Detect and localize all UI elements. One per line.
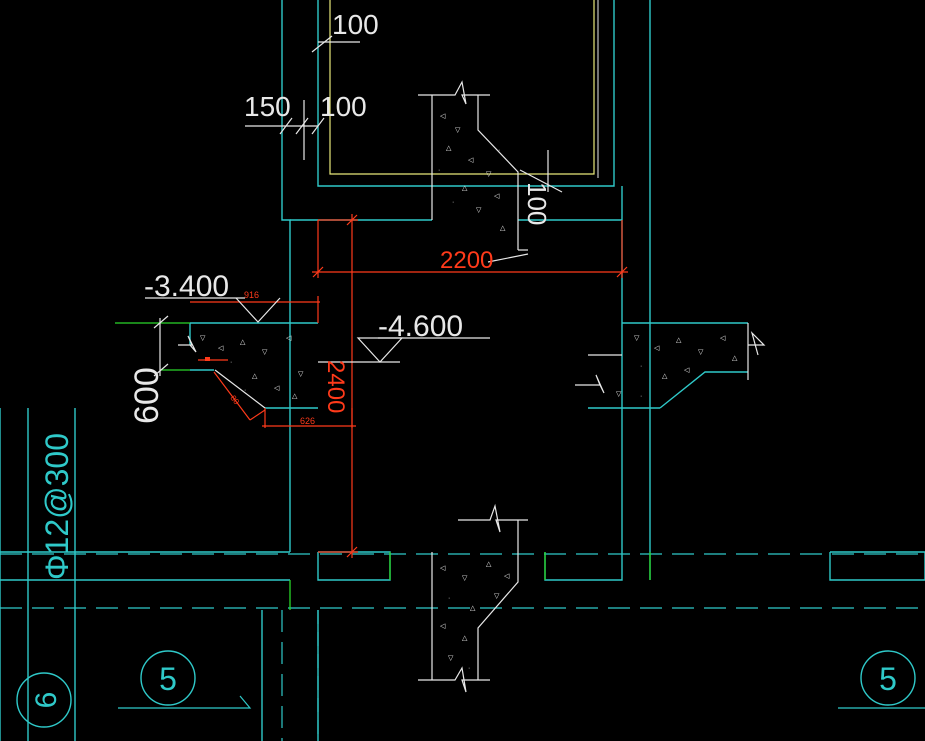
- svg-text:▽: ▽: [698, 349, 704, 356]
- axis-label-bottom-left: 6: [30, 692, 63, 709]
- axis-leader-left: [118, 695, 252, 709]
- svg-text:▽: ▽: [448, 655, 454, 662]
- svg-text:·: ·: [448, 595, 450, 602]
- svg-text:◁: ◁: [274, 385, 280, 392]
- dim-width-2200: 2200: [440, 247, 493, 274]
- dim-right-100: 100: [522, 182, 552, 225]
- svg-text:△: △: [252, 373, 258, 380]
- svg-text:·: ·: [468, 665, 470, 672]
- svg-text:▽: ▽: [616, 391, 622, 398]
- svg-text:◁: ◁: [504, 573, 510, 580]
- dim-small-916: 916: [244, 290, 259, 300]
- svg-text:▽: ▽: [200, 335, 206, 342]
- svg-text:▽: ▽: [634, 335, 640, 342]
- concrete-sections: [178, 80, 766, 693]
- svg-text:△: △: [240, 339, 246, 346]
- dim-left-100: 100: [320, 91, 367, 122]
- axis-label-right: 5: [879, 661, 897, 697]
- svg-text:◁: ◁: [286, 335, 292, 342]
- svg-text:▽: ▽: [494, 593, 500, 600]
- svg-text:▽: ▽: [476, 207, 482, 214]
- axis-dashed-lines: [0, 553, 925, 741]
- svg-text:▽: ▽: [455, 127, 461, 134]
- svg-text:·: ·: [230, 359, 232, 366]
- svg-text:△: △: [462, 635, 468, 642]
- svg-text:◁: ◁: [720, 335, 726, 342]
- svg-text:△: △: [446, 145, 452, 152]
- svg-text:◁: ◁: [440, 565, 446, 572]
- svg-text:·: ·: [438, 167, 440, 174]
- dim-height-600: 600: [128, 367, 166, 424]
- axis-bubble-right[interactable]: 5: [838, 650, 925, 709]
- svg-text:◁: ◁: [684, 367, 690, 374]
- svg-text:▽: ▽: [298, 371, 304, 378]
- concrete-hatch: ◁ ▽ △ ◁ ▽ △ ◁ ▽ △ · · · ▽ ◁ △ ▽ ◁ · △ ◁ ▽ · △ ▽ ◁ △ ▽ ◁ · △…: [200, 113, 738, 672]
- svg-text:·: ·: [452, 199, 454, 206]
- svg-text:△: △: [500, 225, 506, 232]
- svg-text:◁: ◁: [440, 623, 446, 630]
- dim-left-150: 150: [244, 91, 291, 122]
- dim-small-slope: 80: [228, 394, 241, 407]
- svg-text:◁: ◁: [468, 157, 474, 164]
- svg-text:◁: ◁: [440, 113, 446, 120]
- svg-text:△: △: [470, 605, 476, 612]
- dim-small-626: 626: [300, 416, 315, 426]
- svg-text:·: ·: [244, 387, 246, 394]
- svg-text:△: △: [732, 355, 738, 362]
- rebar-label: Φ12@300: [39, 433, 75, 580]
- svg-text:△: △: [676, 337, 682, 344]
- svg-text:▽: ▽: [462, 575, 468, 582]
- svg-text:·: ·: [640, 393, 642, 400]
- red-dimension-lines: [190, 214, 628, 558]
- axis-circle-right: [860, 650, 916, 706]
- green-marks: [115, 322, 651, 610]
- elevation-center: -4.600: [378, 310, 463, 343]
- axis-bubble-bottom-left[interactable]: 6: [16, 672, 72, 728]
- red-marker: [205, 357, 210, 361]
- elevation-texts: -3.400 -4.600: [144, 270, 463, 343]
- dim-top-100: 100: [332, 9, 379, 40]
- elevation-left: -3.400: [144, 270, 229, 303]
- dimension-texts: 100 150 100 100 2200 2400 916 626 80 600: [128, 9, 552, 426]
- svg-text:·: ·: [640, 363, 642, 370]
- svg-text:△: △: [486, 561, 492, 568]
- svg-text:△: △: [662, 373, 668, 380]
- svg-text:◁: ◁: [494, 193, 500, 200]
- dim-height-2400: 2400: [322, 360, 349, 413]
- svg-text:▽: ▽: [486, 171, 492, 178]
- svg-text:·: ·: [498, 147, 500, 154]
- svg-text:▽: ▽: [262, 349, 268, 356]
- white-dimension-lines: [145, 35, 563, 377]
- svg-text:△: △: [292, 393, 298, 400]
- axis-bubble-left[interactable]: 5: [118, 650, 252, 709]
- axis-circle-bottom-left: [16, 672, 72, 728]
- svg-text:◁: ◁: [654, 345, 660, 352]
- axis-label-left: 5: [159, 661, 177, 697]
- svg-text:◁: ◁: [218, 345, 224, 352]
- axis-circle-left: [140, 650, 196, 706]
- inner-yellow-outline: [329, 0, 595, 175]
- svg-text:△: △: [462, 185, 468, 192]
